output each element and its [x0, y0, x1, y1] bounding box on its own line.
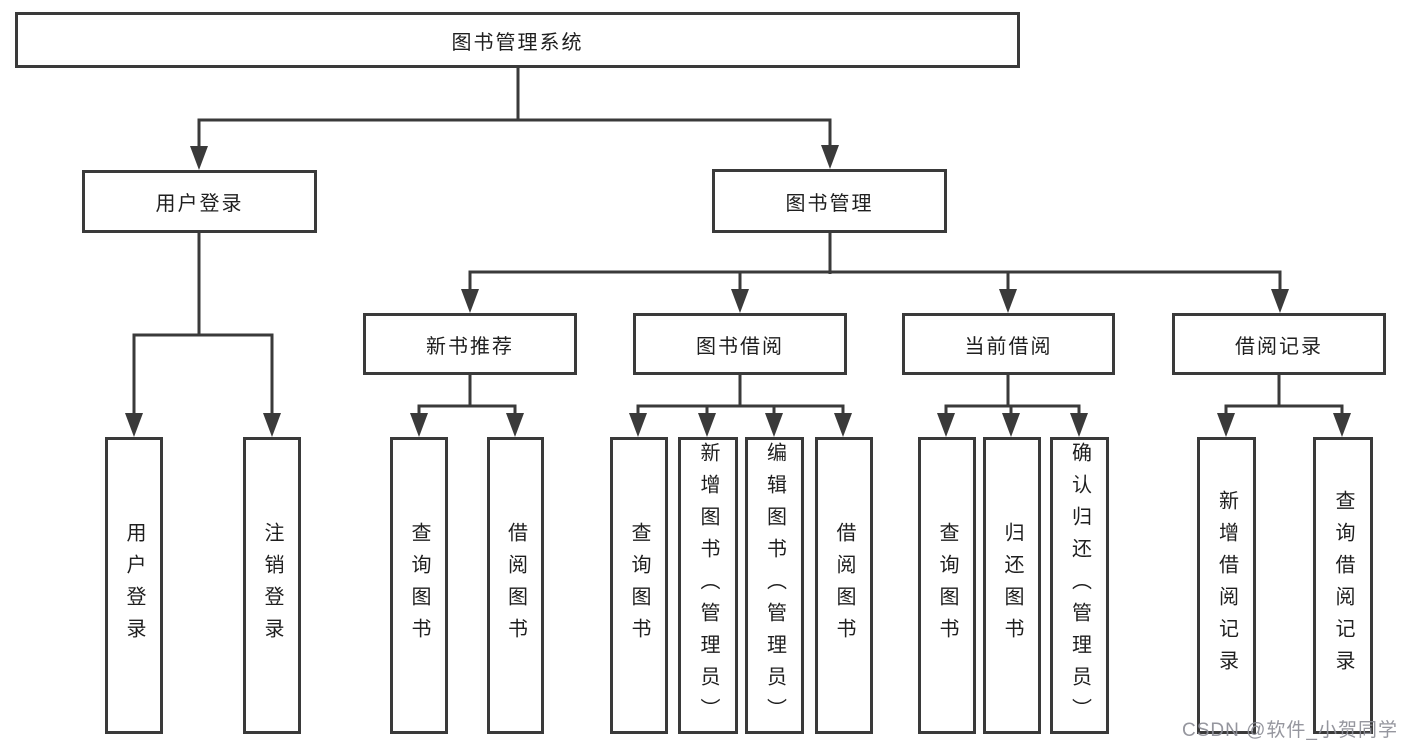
- leaf-add-borrow-record-label: 新增借阅记录: [1215, 489, 1238, 682]
- leaf-return-book: 归还图书: [983, 437, 1041, 734]
- leaf-logout-label: 注销登录: [261, 521, 283, 650]
- node-user-login: 用户登录: [82, 170, 317, 233]
- leaf-query-borrow-record-label: 查询借阅记录: [1332, 489, 1354, 682]
- leaf-edit-book-admin: 编辑图书（管理员）: [745, 437, 804, 734]
- node-current-borrowing: 当前借阅: [902, 313, 1115, 375]
- leaf-query-books-current: 查询图书: [918, 437, 976, 734]
- node-current-borrowing-label: 当前借阅: [964, 335, 1053, 358]
- leaf-return-book-label: 归还图书: [1001, 521, 1023, 650]
- node-borrowing-records: 借阅记录: [1172, 313, 1386, 375]
- leaf-user-login-label: 用户登录: [123, 521, 145, 650]
- leaf-borrow-book-label: 借阅图书: [833, 521, 855, 650]
- node-book-borrowing: 图书借阅: [633, 313, 847, 375]
- leaf-add-borrow-record: 新增借阅记录: [1197, 437, 1256, 734]
- node-borrowing-records-label: 借阅记录: [1235, 335, 1323, 358]
- watermark: CSDN @软件_小贺同学: [1182, 720, 1398, 741]
- leaf-query-books-recommend: 查询图书: [390, 437, 448, 734]
- leaf-confirm-return-admin-label: 确认归还（管理员）: [1068, 441, 1091, 730]
- leaf-user-login: 用户登录: [105, 437, 163, 734]
- node-new-book-recommend-label: 新书推荐: [426, 335, 514, 358]
- node-user-login-label: 用户登录: [155, 193, 244, 215]
- leaf-confirm-return-admin: 确认归还（管理员）: [1050, 437, 1109, 734]
- leaf-borrow-book-recommend: 借阅图书: [487, 437, 544, 734]
- node-book-borrowing-label: 图书借阅: [696, 335, 784, 358]
- leaf-query-borrow-record: 查询借阅记录: [1313, 437, 1373, 734]
- leaf-query-books-borrowing-label: 查询图书: [628, 521, 650, 650]
- root-node-label: 图书管理系统: [451, 31, 584, 54]
- leaf-query-books-borrowing: 查询图书: [610, 437, 668, 734]
- leaf-query-books-recommend-label: 查询图书: [408, 521, 430, 650]
- node-book-management-label: 图书管理: [785, 192, 874, 215]
- leaf-borrow-book: 借阅图书: [815, 437, 873, 734]
- leaf-edit-book-admin-label: 编辑图书（管理员）: [763, 441, 786, 730]
- leaf-query-books-current-label: 查询图书: [936, 521, 958, 650]
- node-book-management: 图书管理: [712, 169, 947, 233]
- leaf-logout: 注销登录: [243, 437, 301, 734]
- leaf-add-book-admin: 新增图书（管理员）: [678, 437, 738, 734]
- leaf-add-book-admin-label: 新增图书（管理员）: [697, 441, 719, 730]
- leaf-borrow-book-recommend-label: 借阅图书: [504, 521, 527, 650]
- root-node-library-system: 图书管理系统: [15, 12, 1020, 68]
- node-new-book-recommend: 新书推荐: [363, 313, 577, 375]
